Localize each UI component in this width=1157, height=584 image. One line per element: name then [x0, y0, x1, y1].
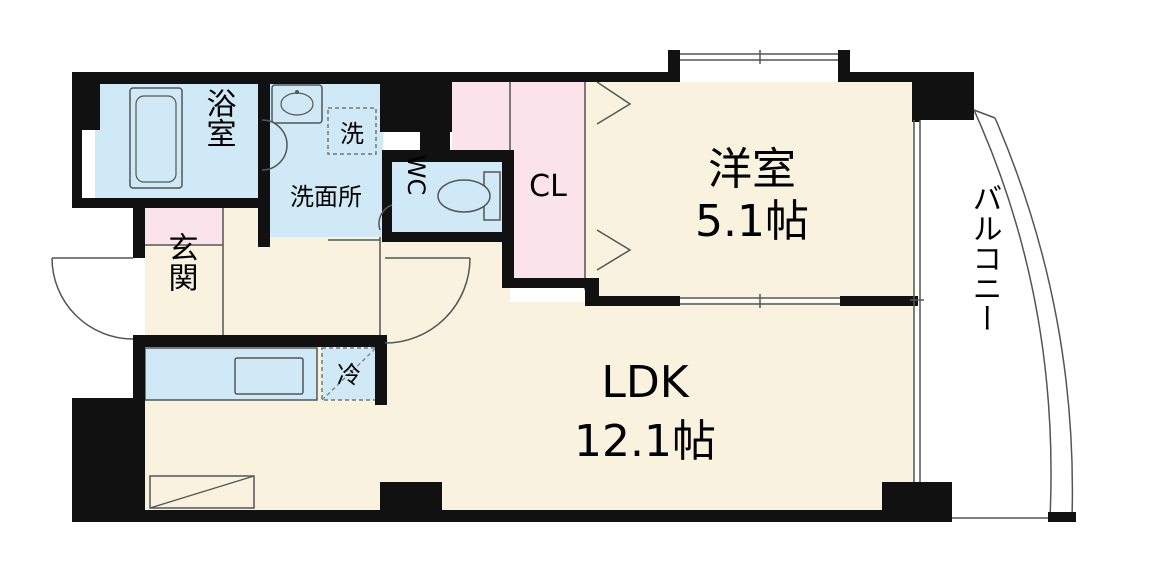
entrance-floor [145, 207, 223, 245]
ldk-size: 12.1帖 [574, 416, 716, 467]
ldk-name: LDK [601, 357, 689, 408]
kitchen-sink [234, 357, 304, 395]
balcony-label: バルコニー [967, 183, 1002, 333]
floor-areas [95, 82, 915, 510]
fridge-space [321, 347, 377, 401]
washroom-label: 洗面所 [290, 183, 362, 211]
western-room-floor [585, 82, 915, 297]
bathtub [129, 87, 183, 189]
entrance-door [51, 119, 471, 344]
fridge-label: 冷 [337, 361, 361, 389]
washbasin [271, 84, 323, 124]
western-room-name: 洋室 [708, 144, 796, 195]
wc-label: WC [402, 155, 430, 196]
walls [72, 50, 974, 522]
balcony-drain [1048, 512, 1076, 522]
closet-floor-upper [452, 82, 512, 152]
closet-floor [510, 82, 585, 282]
washer-label: 洗 [340, 120, 364, 148]
entrance-label: 玄関 [163, 232, 198, 292]
bath-label: 浴室 [201, 88, 236, 148]
closet-label: CL [529, 169, 567, 204]
toilet [437, 171, 501, 221]
kitchen-counter [144, 347, 318, 401]
washer-space [327, 107, 377, 155]
windows [680, 50, 924, 482]
stair-storage [149, 475, 255, 509]
western-room-size: 5.1帖 [695, 196, 809, 247]
